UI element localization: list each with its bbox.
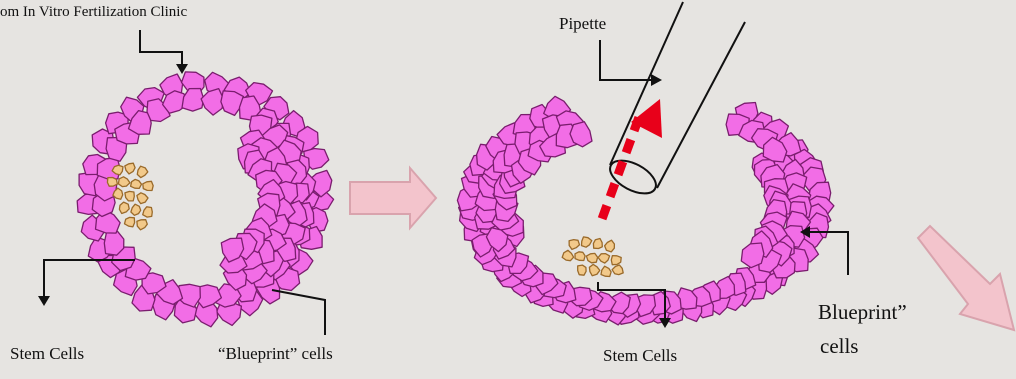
stem-cells-left-label: Stem Cells xyxy=(10,344,84,364)
dashed-up-arrow-icon xyxy=(598,99,662,220)
pipette-icon xyxy=(605,2,745,200)
stem-cell xyxy=(131,179,142,188)
stem-cell xyxy=(569,240,579,250)
stem-cell xyxy=(612,265,623,275)
blueprint-cell xyxy=(104,231,124,255)
blueprint-cells-left-label: “Blueprint” cells xyxy=(218,344,333,364)
down-right-arrow-icon xyxy=(918,226,1014,330)
stem-cell xyxy=(125,163,135,174)
down-arrowhead-icon xyxy=(38,296,50,306)
stem-cell xyxy=(582,237,592,247)
stem-cell xyxy=(137,166,148,177)
right-arrowhead-icon xyxy=(651,74,662,86)
pipette-leader-line xyxy=(600,40,655,80)
cell-layer xyxy=(77,72,834,327)
stem-cell xyxy=(137,193,148,204)
arrow-dash xyxy=(606,182,619,198)
stem-cell xyxy=(125,191,134,201)
stem-cell xyxy=(562,250,573,260)
stem-cell xyxy=(125,217,135,226)
stem-cell xyxy=(586,253,597,262)
arrow-dash xyxy=(598,204,611,220)
stem-cell xyxy=(593,239,602,249)
stem-cell xyxy=(605,240,615,252)
pipette-label: Pipette xyxy=(559,14,606,34)
blueprint-cell xyxy=(182,89,204,112)
stem-cell xyxy=(611,256,621,265)
blueprint-cell xyxy=(741,243,764,268)
stem-cell xyxy=(575,252,585,261)
stem-cell xyxy=(119,202,129,213)
stem-cell xyxy=(578,265,586,275)
arrow-dash xyxy=(622,138,635,154)
stem-cell xyxy=(137,220,147,230)
clinic-label: om In Vitro Fertilization Clinic xyxy=(0,4,187,21)
stem-cell xyxy=(118,177,129,187)
blueprint-cells-right-label-line2: cells xyxy=(820,334,858,359)
arrow-head xyxy=(631,99,662,138)
stem-cell xyxy=(143,207,153,217)
blueprint-cells-right-label-line1: Blueprint” xyxy=(818,300,907,325)
stem-cell xyxy=(589,264,599,275)
stem-cell xyxy=(131,204,141,215)
stem-cell xyxy=(107,178,117,187)
blueprint-cell xyxy=(201,89,223,116)
right-arrow-icon xyxy=(350,168,436,228)
clinic-leader-line xyxy=(140,30,182,68)
stem-cells-right-label: Stem Cells xyxy=(603,346,677,366)
stem-cell xyxy=(601,266,611,276)
stem-cell xyxy=(143,181,153,190)
stem-cell xyxy=(598,254,610,264)
